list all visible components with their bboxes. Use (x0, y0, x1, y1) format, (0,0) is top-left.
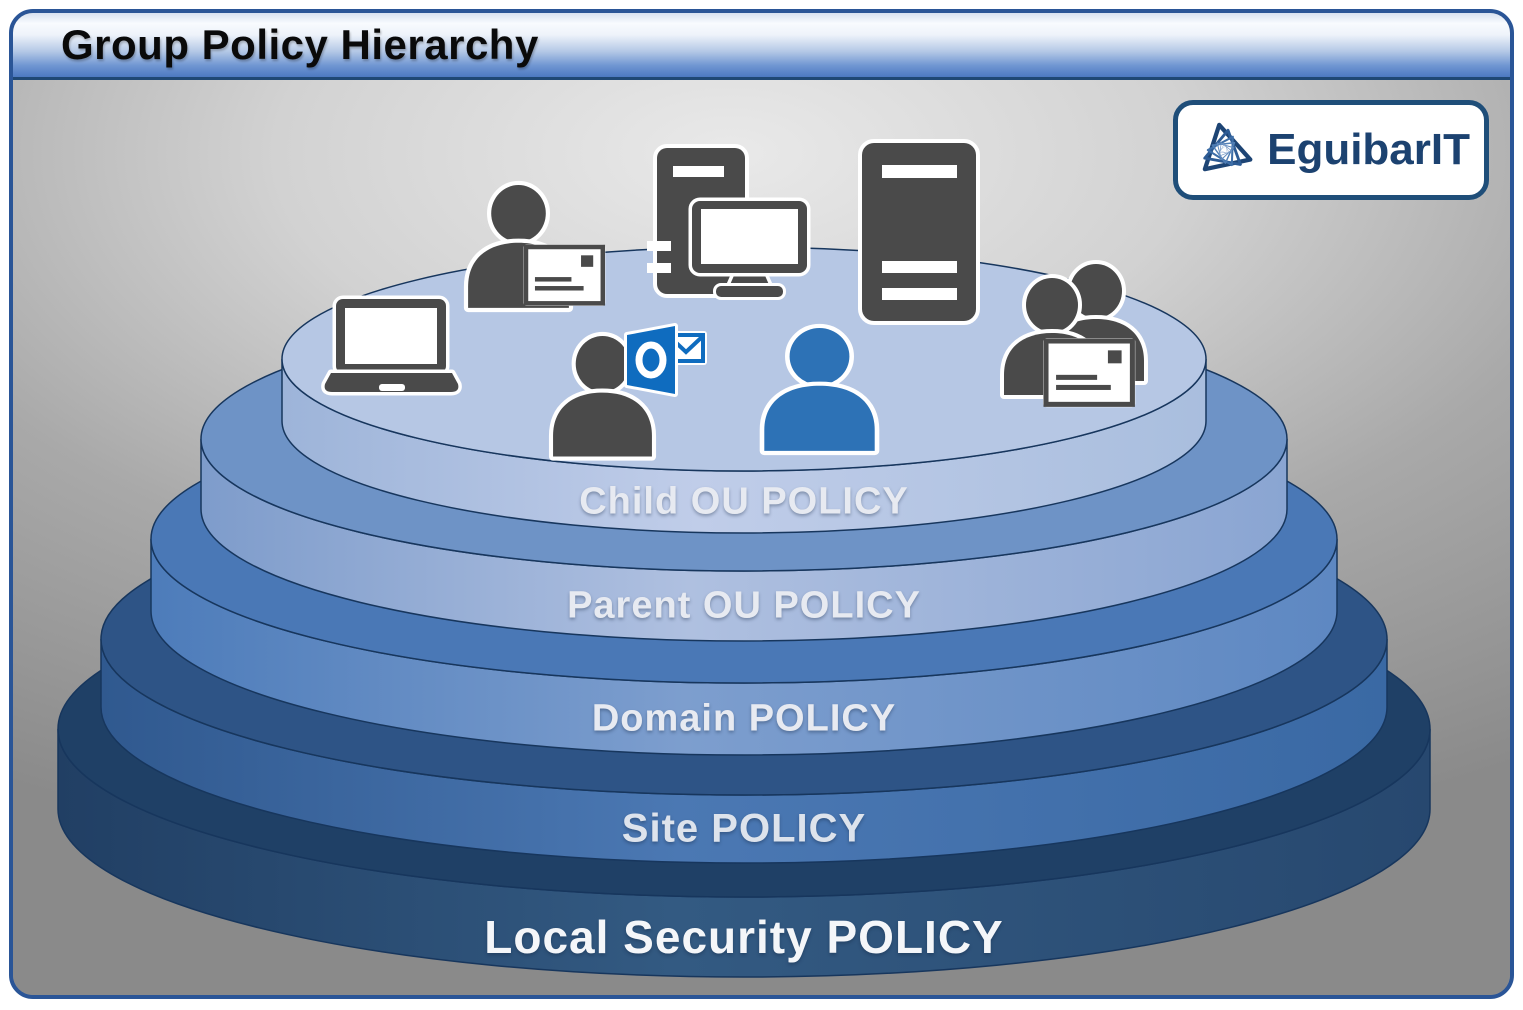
layer-label-local-security: Local Security POLICY (484, 911, 1004, 963)
title-bar: Group Policy Hierarchy (13, 13, 1510, 80)
monitor-icon (688, 197, 811, 300)
outlook-icon (624, 323, 707, 397)
logo-text: EguibarIT (1267, 125, 1470, 174)
desktop-computer-icon (647, 144, 811, 300)
page-title: Group Policy Hierarchy (61, 21, 539, 68)
server-tower-icon (858, 139, 980, 325)
laptop-icon (321, 295, 462, 396)
logo-badge: EguibarIT (1173, 100, 1489, 200)
diagram-panel: Group Policy Hierarchy (9, 9, 1514, 999)
layer-label-domain: Domain POLICY (591, 697, 897, 740)
layer-label-parent-ou: Parent OU POLICY (567, 584, 921, 627)
policy-stack-svg (57, 139, 1431, 978)
diagram-canvas: Child OU POLICY Parent OU POLICY Domain … (13, 80, 1510, 995)
logo-spiral-icon (1202, 122, 1253, 172)
layer-label-child-ou: Child OU POLICY (579, 480, 909, 523)
user-with-mail-icon (468, 185, 605, 308)
layer-label-site: Site POLICY (621, 806, 867, 851)
